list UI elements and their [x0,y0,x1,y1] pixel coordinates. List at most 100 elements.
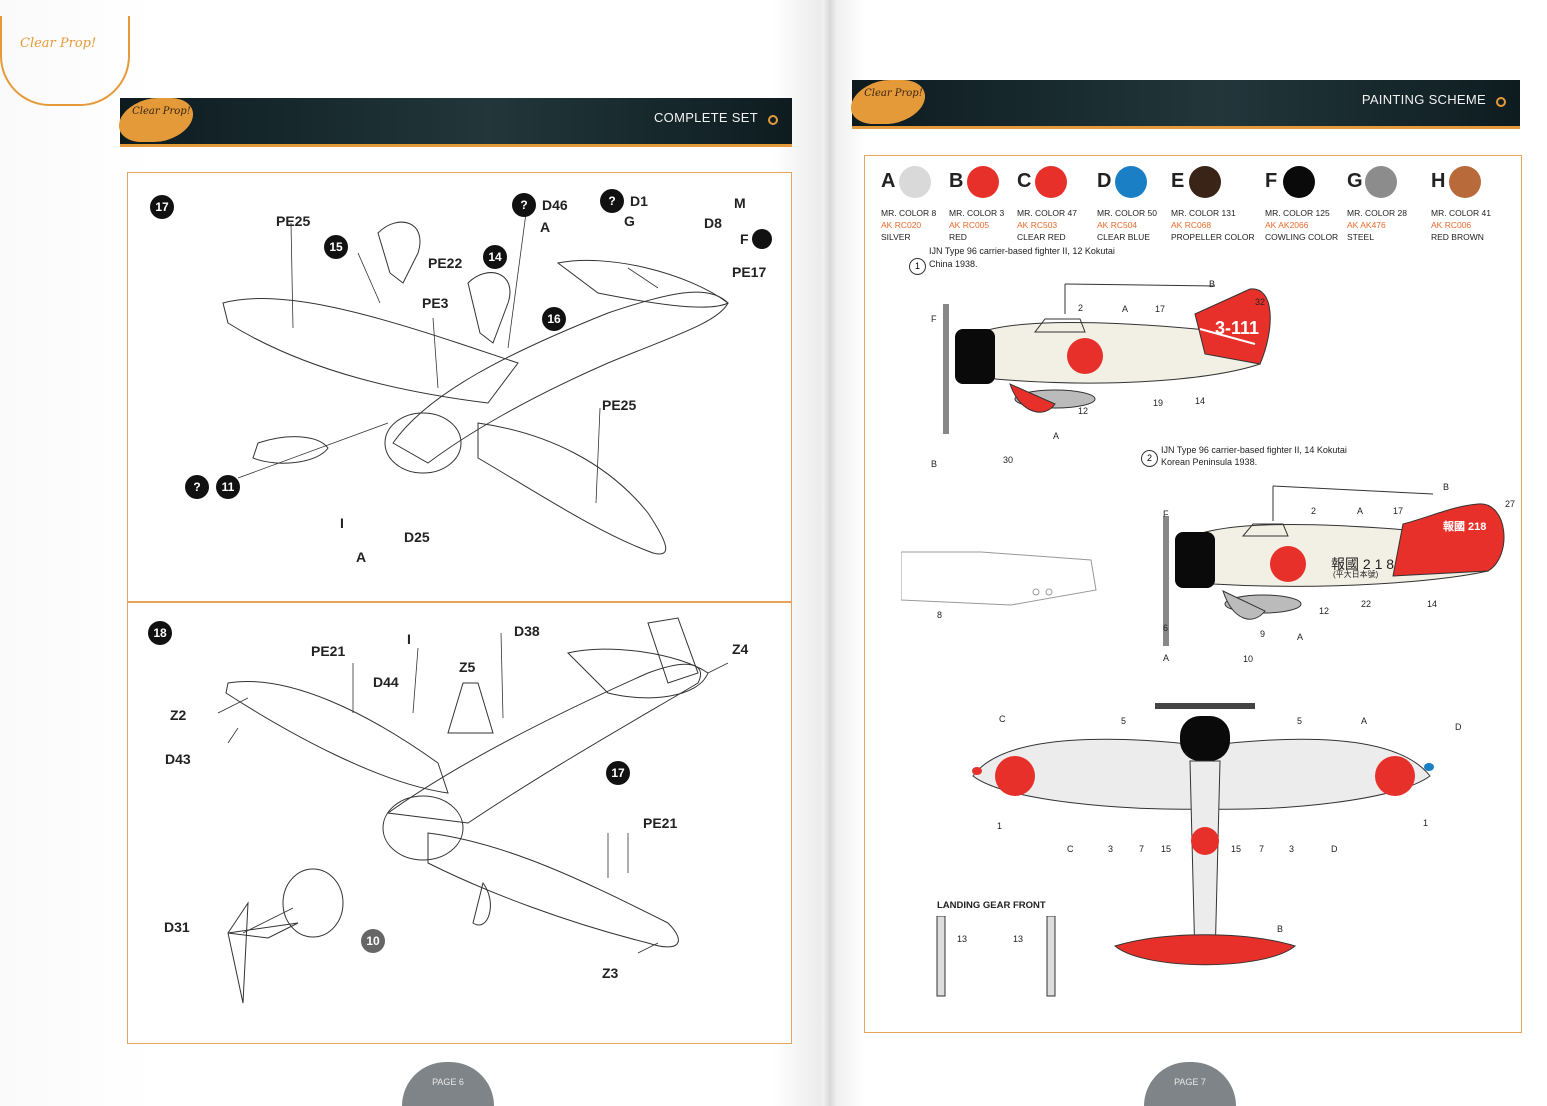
horizontal-tail-18 [567,648,709,699]
canopy-part-pe22 [377,221,421,284]
label-a-1: A [540,219,551,235]
callout-a-1: A [1122,304,1129,314]
label-pe3: PE3 [422,295,449,311]
scheme-1-side-profile: 3-111 [943,283,1271,434]
callout-30-1: 30 [1003,455,1014,465]
label-d1: D1 [630,193,648,209]
right-header-title: PAINTING SCHEME [1361,92,1486,107]
paint-letter: H [1431,170,1446,192]
callout-a-top: A [1361,716,1368,726]
callout-14-1: 14 [1195,396,1206,406]
callout-27-2: 27 [1505,499,1516,509]
callout-13b-gear: 13 [1013,934,1024,944]
paint-swatch-f-icon [1283,166,1315,198]
paint-letter: C [1017,170,1032,192]
label-d44: D44 [373,674,399,690]
badge-text: Clear Prop! [132,106,191,117]
label-pe25-a: PE25 [276,213,311,229]
right-header-bar: PAINTING SCHEME [852,80,1520,129]
paint-color-name: SILVER [881,232,911,242]
callout-15a-top: 15 [1161,844,1172,854]
callout-7a-top: 7 [1139,844,1145,854]
callout-c2-top: C [1067,844,1074,854]
scheme-1-subtitle: China 1938. [929,259,978,269]
paint-color-name: RED BROWN [1431,232,1484,242]
paint-swatch-c-icon [1035,166,1067,198]
label-pe21-a: PE21 [311,643,346,659]
left-wing-outline-18 [225,681,449,794]
landing-gear-title: LANDING GEAR FRONT [937,900,1046,911]
paint-color-name: COWLING COLOR [1265,232,1339,242]
wheel-spat-1 [1009,383,1056,413]
callout-a-2c: A [1163,653,1170,663]
canopy-1 [1033,318,1086,333]
tail-red-2 [1392,503,1505,577]
callout-12-2: 12 [1319,606,1330,616]
ref-step-16: 16 [542,307,566,331]
scheme-1-title: IJN Type 96 carrier-based fighter II, 12… [929,246,1115,256]
label-pe25-b: PE25 [602,397,637,413]
paint-ak-code: AK RC503 [1017,220,1058,230]
propeller-1 [943,304,949,434]
label-pe17: PE17 [732,264,767,280]
callout-17-2: 17 [1393,506,1404,516]
hinomaru-right-wing [1375,756,1415,796]
paint-swatch-g-icon [1365,166,1397,198]
paint-ak-code: AK RC020 [881,220,922,230]
canopy-part-pe3 [467,272,511,344]
right-wing-outline-18 [427,832,679,948]
page-6-tab[interactable]: PAGE 6 [402,1062,494,1106]
ref-step-15: 15 [324,235,348,259]
propeller-blade-1 [227,901,249,1004]
callout-3b-top: 3 [1289,844,1295,854]
canopy-2 [1241,523,1289,537]
hinomaru-fuselage-top [1191,827,1219,855]
callout-14-2: 14 [1427,599,1438,609]
step-18-panel: 18 [127,602,792,1044]
left-wing-outline [222,298,519,404]
engine-cowling-18 [382,795,464,861]
paint-swatch-b-icon [967,166,999,198]
paint-letter: B [949,170,964,192]
paint-mr-color: MR. COLOR 41 [1431,208,1491,218]
label-d38: D38 [514,623,540,639]
left-header-bar: COMPLETE SET [120,98,792,147]
hokoku-marking: 報國 2 1 8 [1331,556,1395,572]
fuselage-top [1189,760,1221,962]
paint-letter: A [881,170,896,192]
paint-letter: F [1265,170,1278,192]
paint-letter: E [1171,170,1185,192]
ref-step-14: 14 [483,245,507,269]
label-a-2: A [356,549,367,565]
step-18-number: 18 [148,621,172,645]
tail-code-1: 3-111 [1215,318,1259,338]
propeller-top [1155,703,1255,709]
paint-ak-code: AK AK476 [1347,220,1386,230]
page-7-tab[interactable]: PAGE 7 [1144,1062,1236,1106]
label-z5: Z5 [459,659,476,675]
paint-swatch-a-icon [899,166,931,198]
propeller-2 [1163,516,1169,646]
paint-mr-color: MR. COLOR 125 [1265,208,1330,218]
engine-cowling [384,412,462,474]
drop-tank-outline [252,436,329,464]
paint-letter: D [1097,170,1112,192]
callout-6-2: 6 [1163,623,1169,633]
step-18-drawing [217,617,729,1004]
step-17-number: 17 [150,195,174,219]
paint-mr-color: MR. COLOR 131 [1171,208,1236,218]
vertical-tail-18 [647,617,699,684]
label-d31: D31 [164,919,190,935]
propeller-blade-2 [227,922,299,939]
scheme-2-title: IJN Type 96 carrier-based fighter II, 14… [1161,445,1347,455]
callout-2-2: 2 [1311,506,1317,516]
fuselage-outline-18 [386,663,701,824]
tail-code-2: 報國 218 [1443,521,1487,533]
ref-unknown-3: ? [185,475,209,499]
spine-gutter [822,0,838,1106]
wheel-spat-2 [1222,590,1266,620]
label-i-18: I [407,631,411,647]
callout-12-1: 12 [1078,406,1089,416]
label-d43: D43 [165,751,191,767]
